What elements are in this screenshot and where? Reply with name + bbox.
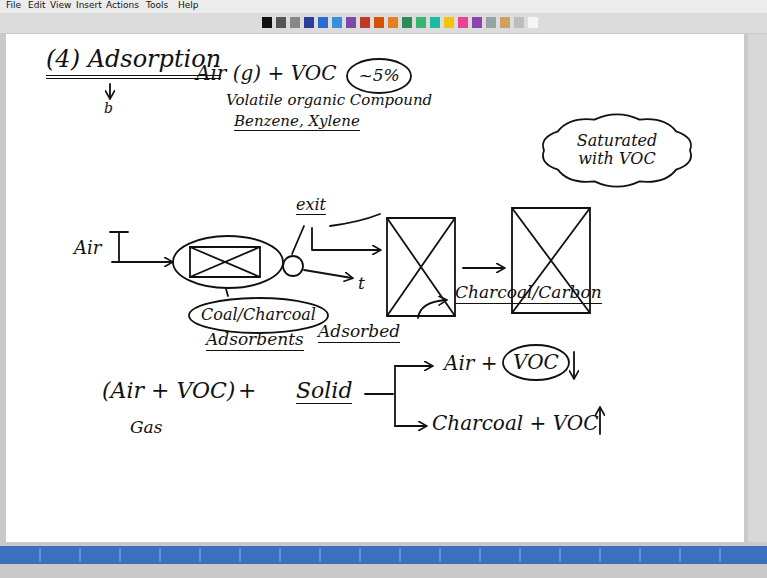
handwritten-note: Air + [444, 352, 498, 375]
node-text: Coal/Charcoal [201, 306, 316, 324]
handwritten-note: Air (g) + VOC [196, 62, 336, 85]
handwritten-note: Gas [130, 418, 162, 438]
handwritten-note: Charcoal/Carbon [455, 283, 602, 304]
menu-item: Help [178, 0, 199, 10]
circled-term: VOC [502, 344, 570, 381]
callout-cloud: Saturated with VOC [542, 116, 692, 185]
handwritten-note: Charcoal + VOC [432, 412, 599, 435]
node-text: VOC [513, 351, 559, 374]
handwritten-note: + [238, 378, 256, 403]
menu-item: Actions [106, 0, 139, 10]
handwritten-note: b [104, 100, 113, 116]
menu-item: Insert [76, 0, 102, 10]
handwritten-note: Benzene, Xylene [234, 113, 360, 131]
handwritten-note: (Air + VOC) [102, 378, 235, 403]
circled-term: Coal/Charcoal [188, 297, 329, 334]
handwritten-note: Adsorbed [318, 322, 400, 343]
menu-item: File [6, 0, 21, 10]
menu-item: Edit [28, 0, 45, 10]
handwritten-note: Solid [296, 378, 352, 404]
slide-title: (4) Adsorption [46, 46, 221, 79]
circled-term: ~5% [346, 58, 412, 94]
handwritten-note: t [358, 274, 365, 294]
node-text: ~5% [358, 66, 400, 86]
menu-item: View [50, 0, 71, 10]
handwritten-note: Air [74, 238, 101, 259]
menu-item: Tools [146, 0, 168, 10]
node-text: Saturated with VOC [562, 132, 672, 169]
handwritten-note: Volatile organic Compound [226, 92, 432, 109]
handwritten-note: exit [296, 196, 326, 215]
